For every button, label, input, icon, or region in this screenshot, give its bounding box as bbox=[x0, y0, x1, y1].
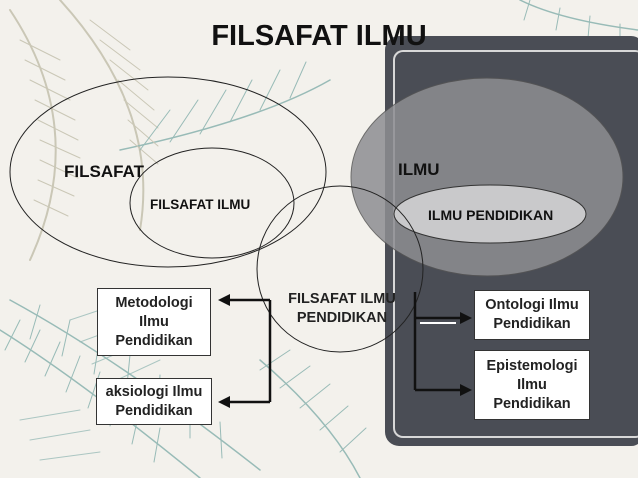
ilmu-ellipse bbox=[350, 77, 624, 277]
arrow-to-aksiologi bbox=[218, 396, 230, 408]
label-filsafat: FILSAFAT bbox=[64, 162, 144, 181]
arrow-to-metodologi bbox=[218, 294, 230, 306]
right-connector bbox=[413, 292, 462, 392]
filsafat-ilmu-pendidikan-circle bbox=[256, 185, 424, 353]
ilmu-pendidikan-ellipse bbox=[393, 184, 587, 244]
left-connector bbox=[228, 298, 272, 404]
label-filsafat-ilmu-pendidikan: FILSAFAT ILMU PENDIDIKAN bbox=[272, 290, 412, 328]
metodologi-line-3: Pendidikan bbox=[115, 332, 193, 349]
center-line-1: FILSAFAT ILMU bbox=[288, 291, 396, 307]
box-metodologi: Metodologi Ilmu Pendidikan bbox=[97, 288, 211, 356]
epistemologi-line-1: Epistemologi bbox=[486, 357, 578, 374]
epistemologi-line-2: Ilmu bbox=[517, 376, 547, 393]
filsafat-ilmu-ellipse bbox=[129, 147, 295, 259]
arrow-to-epistemologi bbox=[460, 384, 472, 396]
label-ilmu-pendidikan: ILMU PENDIDIKAN bbox=[428, 207, 554, 223]
label-filsafat-ilmu: FILSAFAT ILMU bbox=[150, 197, 251, 212]
ontologi-line-1: Ontologi Ilmu bbox=[485, 297, 579, 313]
metodologi-line-1: Metodologi bbox=[115, 294, 193, 311]
box-epistemologi: Epistemologi Ilmu Pendidikan bbox=[474, 350, 590, 420]
box-aksiologi: aksiologi Ilmu Pendidikan bbox=[96, 378, 212, 425]
label-ilmu: ILMU bbox=[398, 160, 440, 179]
ontologi-line-2: Pendidikan bbox=[493, 316, 571, 332]
page-title: FILSAFAT ILMU bbox=[211, 20, 427, 52]
metodologi-line-2: Ilmu bbox=[139, 313, 169, 330]
arrow-to-ontologi bbox=[460, 312, 472, 324]
box-ontologi: Ontologi Ilmu Pendidikan bbox=[474, 290, 590, 340]
aksiologi-line-1: aksiologi Ilmu bbox=[105, 383, 203, 400]
aksiologi-line-2: Pendidikan bbox=[115, 402, 193, 419]
epistemologi-line-3: Pendidikan bbox=[493, 395, 571, 412]
filsafat-ellipse bbox=[9, 76, 327, 268]
center-line-2: PENDIDIKAN bbox=[296, 310, 388, 326]
